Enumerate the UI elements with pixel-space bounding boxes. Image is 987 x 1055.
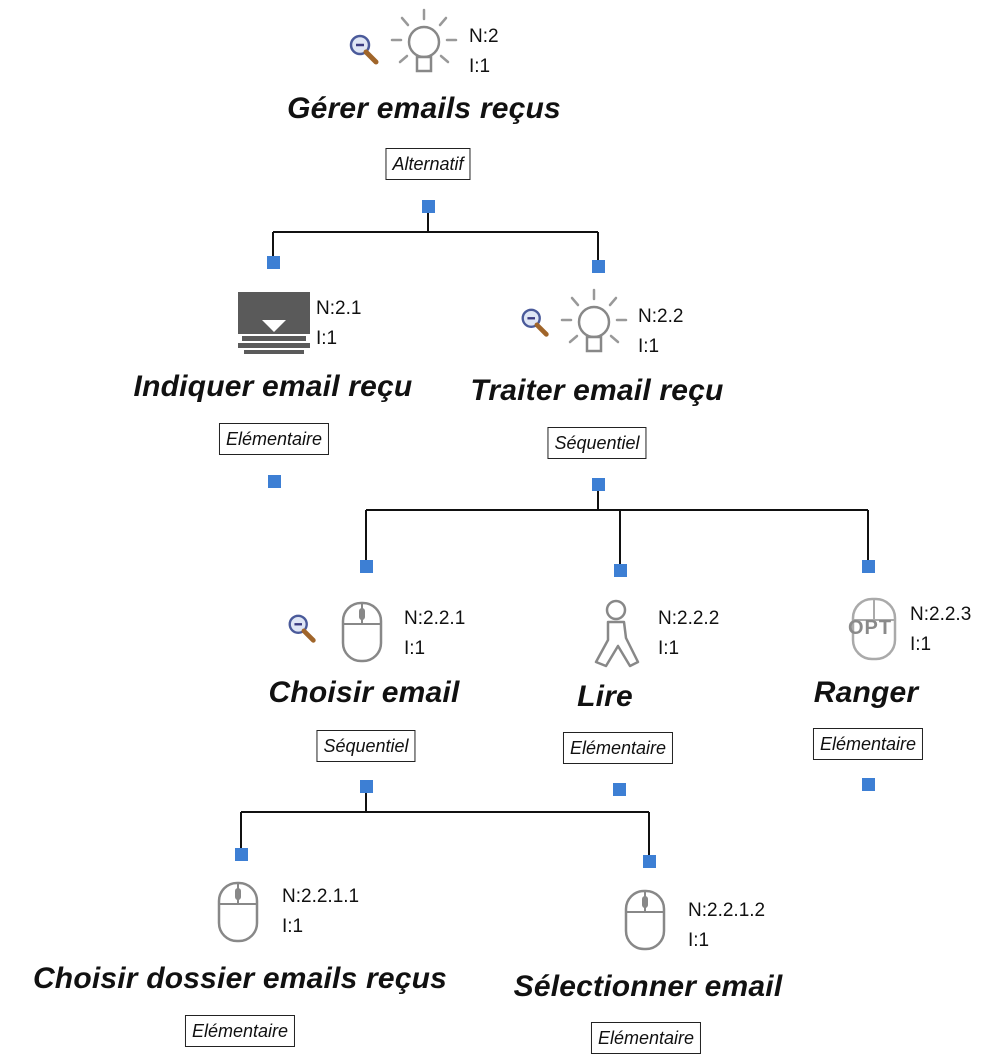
task-iterations: I:1 xyxy=(658,638,680,659)
connector-square[interactable] xyxy=(613,783,626,796)
task-number-iterations: N:2.2 I:1 xyxy=(638,302,683,362)
connector-square[interactable] xyxy=(592,478,605,491)
task-number-iterations: N:2.2.2 I:1 xyxy=(658,604,719,664)
task-number: N:2 xyxy=(469,26,499,47)
operator-box[interactable]: Séquentiel xyxy=(316,730,416,762)
task-number-iterations: N:2.1 I:1 xyxy=(316,294,361,354)
zoom-icon[interactable] xyxy=(346,32,382,68)
interaction-task-mouse-icon[interactable] xyxy=(216,880,260,944)
task-number: N:2.2.1.1 xyxy=(282,886,360,907)
task-name[interactable]: Indiquer email reçu xyxy=(133,370,413,403)
task-number: N:2.2.1.2 xyxy=(688,900,766,921)
task-name[interactable]: Traiter email reçu xyxy=(470,374,724,407)
operator-box[interactable]: Séquentiel xyxy=(547,427,647,459)
task-iterations: I:1 xyxy=(638,336,660,357)
task-iterations: I:1 xyxy=(316,328,338,349)
task-number-iterations: N:2.2.1 I:1 xyxy=(404,604,465,664)
operator-box[interactable]: Elémentaire xyxy=(812,728,924,760)
task-number-iterations: N:2 I:1 xyxy=(469,22,499,82)
task-name[interactable]: Gérer emails reçus xyxy=(287,92,561,125)
abstract-task-bulb-icon[interactable] xyxy=(558,286,630,366)
system-task-computer-icon[interactable] xyxy=(236,290,312,356)
task-number-iterations: N:2.2.3 I:1 xyxy=(910,600,971,660)
interaction-task-mouse-icon[interactable] xyxy=(623,888,667,952)
task-name[interactable]: Sélectionner email xyxy=(513,970,783,1003)
operator-box[interactable]: Elémentaire xyxy=(218,423,330,455)
task-number: N:2.2.2 xyxy=(658,608,720,629)
task-name[interactable]: Choisir dossier emails reçus xyxy=(32,962,448,995)
connector-square[interactable] xyxy=(614,564,627,577)
connector-square[interactable] xyxy=(592,260,605,273)
task-iterations: I:1 xyxy=(688,930,710,951)
interaction-task-mouse-icon[interactable] xyxy=(340,600,384,664)
connector-square[interactable] xyxy=(643,855,656,868)
connector-square[interactable] xyxy=(862,560,875,573)
task-number: N:2.2.3 xyxy=(910,604,972,625)
operator-box[interactable]: Alternatif xyxy=(385,148,471,180)
operator-box[interactable]: Elémentaire xyxy=(562,732,674,764)
abstract-task-bulb-icon[interactable] xyxy=(388,6,460,86)
task-iterations: I:1 xyxy=(469,56,491,77)
connector-square[interactable] xyxy=(360,560,373,573)
task-iterations: I:1 xyxy=(282,916,304,937)
task-number-iterations: N:2.2.1.1 I:1 xyxy=(282,882,359,942)
task-number-iterations: N:2.2.1.2 I:1 xyxy=(688,896,765,956)
task-number: N:2.2 xyxy=(638,306,684,327)
operator-box[interactable]: Elémentaire xyxy=(184,1015,296,1047)
zoom-icon[interactable] xyxy=(285,612,319,646)
task-iterations: I:1 xyxy=(404,638,426,659)
task-name[interactable]: Choisir email xyxy=(268,676,460,709)
connector-square[interactable] xyxy=(268,475,281,488)
task-name[interactable]: Ranger xyxy=(813,676,919,709)
connector-square[interactable] xyxy=(422,200,435,213)
connector-square[interactable] xyxy=(862,778,875,791)
optional-badge: OPT xyxy=(848,617,893,639)
operator-box[interactable]: Elémentaire xyxy=(590,1022,702,1054)
task-iterations: I:1 xyxy=(910,634,932,655)
task-number: N:2.1 xyxy=(316,298,362,319)
zoom-icon[interactable] xyxy=(518,306,552,340)
cognitive-task-person-icon[interactable] xyxy=(590,598,644,670)
task-name[interactable]: Lire xyxy=(577,680,633,713)
connector-square[interactable] xyxy=(360,780,373,793)
task-number: N:2.2.1 xyxy=(404,608,466,629)
connector-square[interactable] xyxy=(235,848,248,861)
optional-interaction-mouse-icon[interactable] xyxy=(845,596,905,662)
connector-square[interactable] xyxy=(267,256,280,269)
